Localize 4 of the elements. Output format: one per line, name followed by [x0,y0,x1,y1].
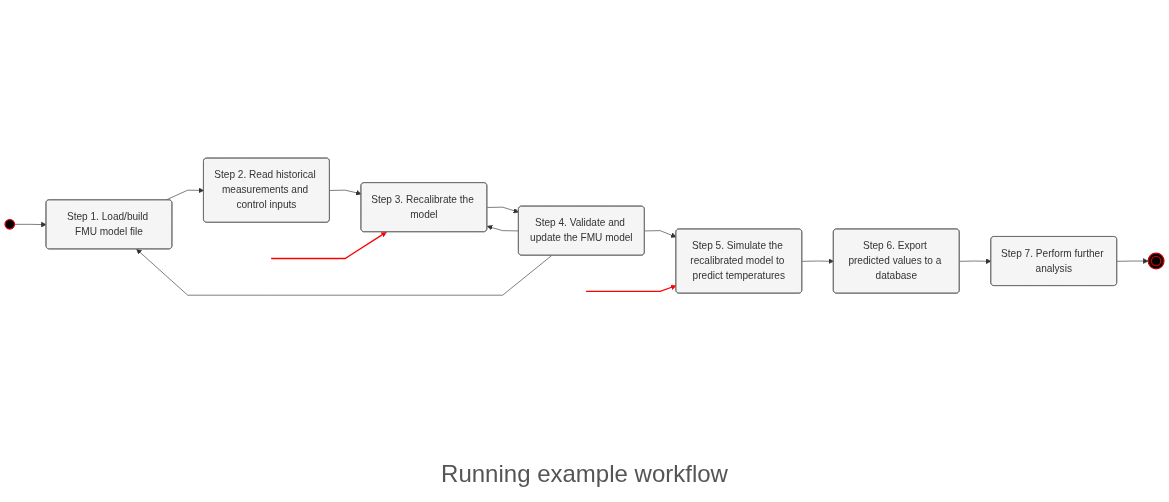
arrow [585,284,677,292]
caption: Running example workflow [441,460,728,488]
node-circle [4,218,16,230]
arrow [270,231,387,260]
